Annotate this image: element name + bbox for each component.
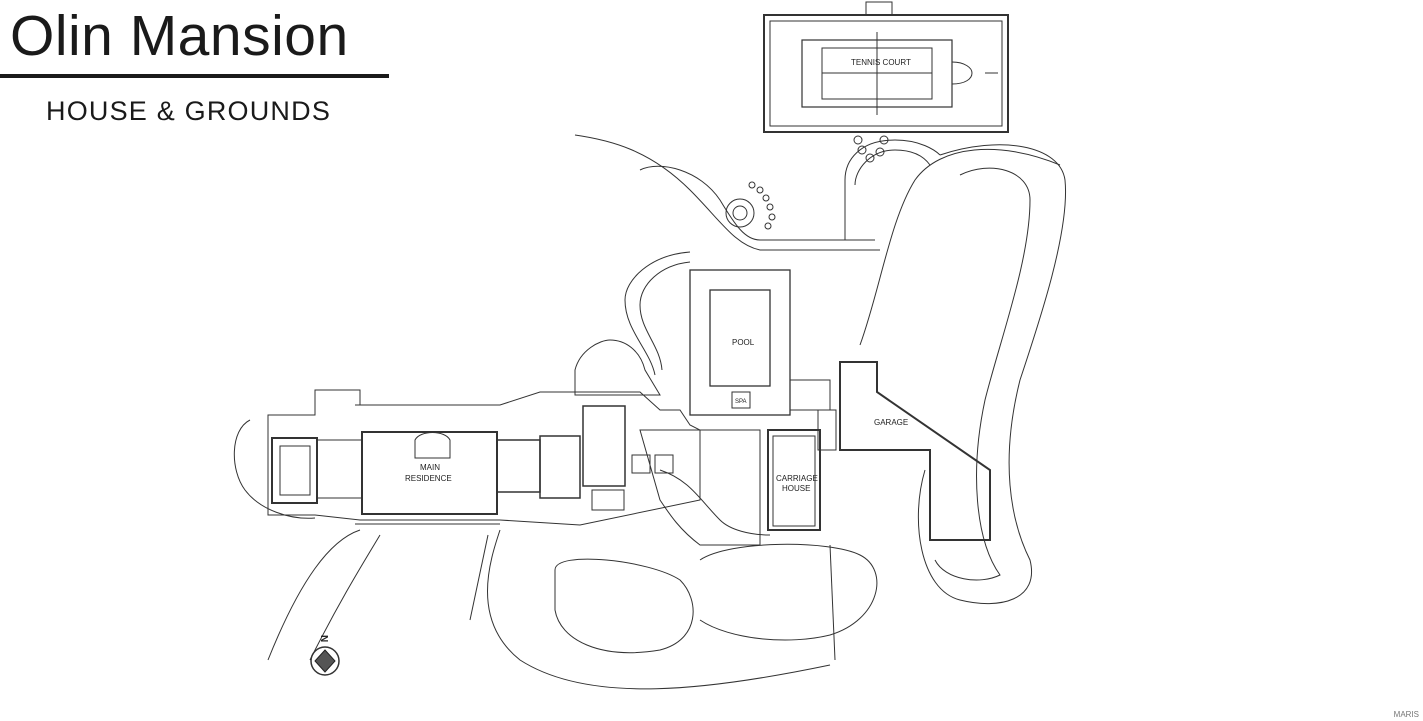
page-subtitle: HOUSE & GROUNDS — [46, 96, 332, 126]
stone-path — [844, 139, 941, 181]
garage — [839, 361, 991, 541]
tennis-building-inner — [769, 20, 1003, 127]
stair-hall — [414, 432, 451, 459]
south-drive-outer — [487, 529, 831, 690]
west-path-loop-inner — [639, 261, 691, 371]
pool-deck-east — [789, 379, 831, 411]
east-drive-loop-outer — [917, 144, 1067, 605]
east-drive-loop-inner — [934, 167, 1031, 581]
round-terrace — [574, 339, 661, 396]
carriage-house-label-2: HOUSE — [782, 484, 810, 493]
west-drive — [267, 529, 361, 661]
north-drive-curve — [574, 134, 880, 251]
basketball-key — [951, 61, 973, 85]
north-wing — [582, 405, 626, 487]
house-perimeter — [267, 389, 701, 526]
garden-edge — [829, 544, 836, 661]
entry-porch — [591, 489, 625, 511]
south-drive-oval — [554, 558, 694, 654]
carriage-house-inner — [772, 435, 816, 527]
pool-enclosure — [689, 269, 791, 416]
spa — [731, 391, 751, 409]
north-arrow-icon — [310, 646, 340, 676]
southwest-edge — [469, 534, 489, 621]
west-wing-inner — [279, 445, 311, 496]
carriage-house-label-1: CARRIAGE — [776, 474, 818, 483]
motor-court — [639, 429, 761, 546]
carriage-stairs — [817, 409, 837, 451]
west-court — [233, 419, 316, 519]
watermark: MARIS — [1393, 710, 1419, 719]
main-residence-label-1: MAIN — [420, 463, 440, 472]
outer-lawn-contour — [859, 148, 1061, 346]
page-title: Olin Mansion — [10, 4, 349, 68]
south-loop-east — [699, 543, 878, 641]
carriage-house — [767, 429, 821, 531]
pool — [709, 289, 771, 387]
north-drive-curve-inner — [639, 165, 875, 241]
kitchen-wing — [539, 435, 581, 499]
east-link — [496, 439, 541, 493]
west-link — [316, 439, 363, 499]
title-underline — [0, 74, 389, 78]
fountain-outer — [725, 198, 755, 228]
fountain-inner — [732, 205, 748, 221]
tennis-entry — [865, 1, 893, 16]
tennis-court-label: TENNIS COURT — [851, 58, 911, 67]
west-path-loop — [624, 251, 691, 376]
ramp-curve — [659, 469, 771, 536]
stone-path-inner — [854, 149, 931, 186]
west-drive-2 — [309, 534, 381, 661]
pool-label: POOL — [732, 338, 755, 347]
main-residence-label-2: RESIDENCE — [405, 474, 452, 483]
terrace-square-1 — [631, 454, 651, 474]
stepping-stones — [748, 135, 889, 230]
terrace-square-2 — [654, 454, 674, 474]
garage-label: GARAGE — [874, 418, 908, 427]
main-residence — [361, 431, 498, 515]
spa-label: SPA — [735, 399, 747, 405]
north-label: N — [318, 635, 329, 642]
